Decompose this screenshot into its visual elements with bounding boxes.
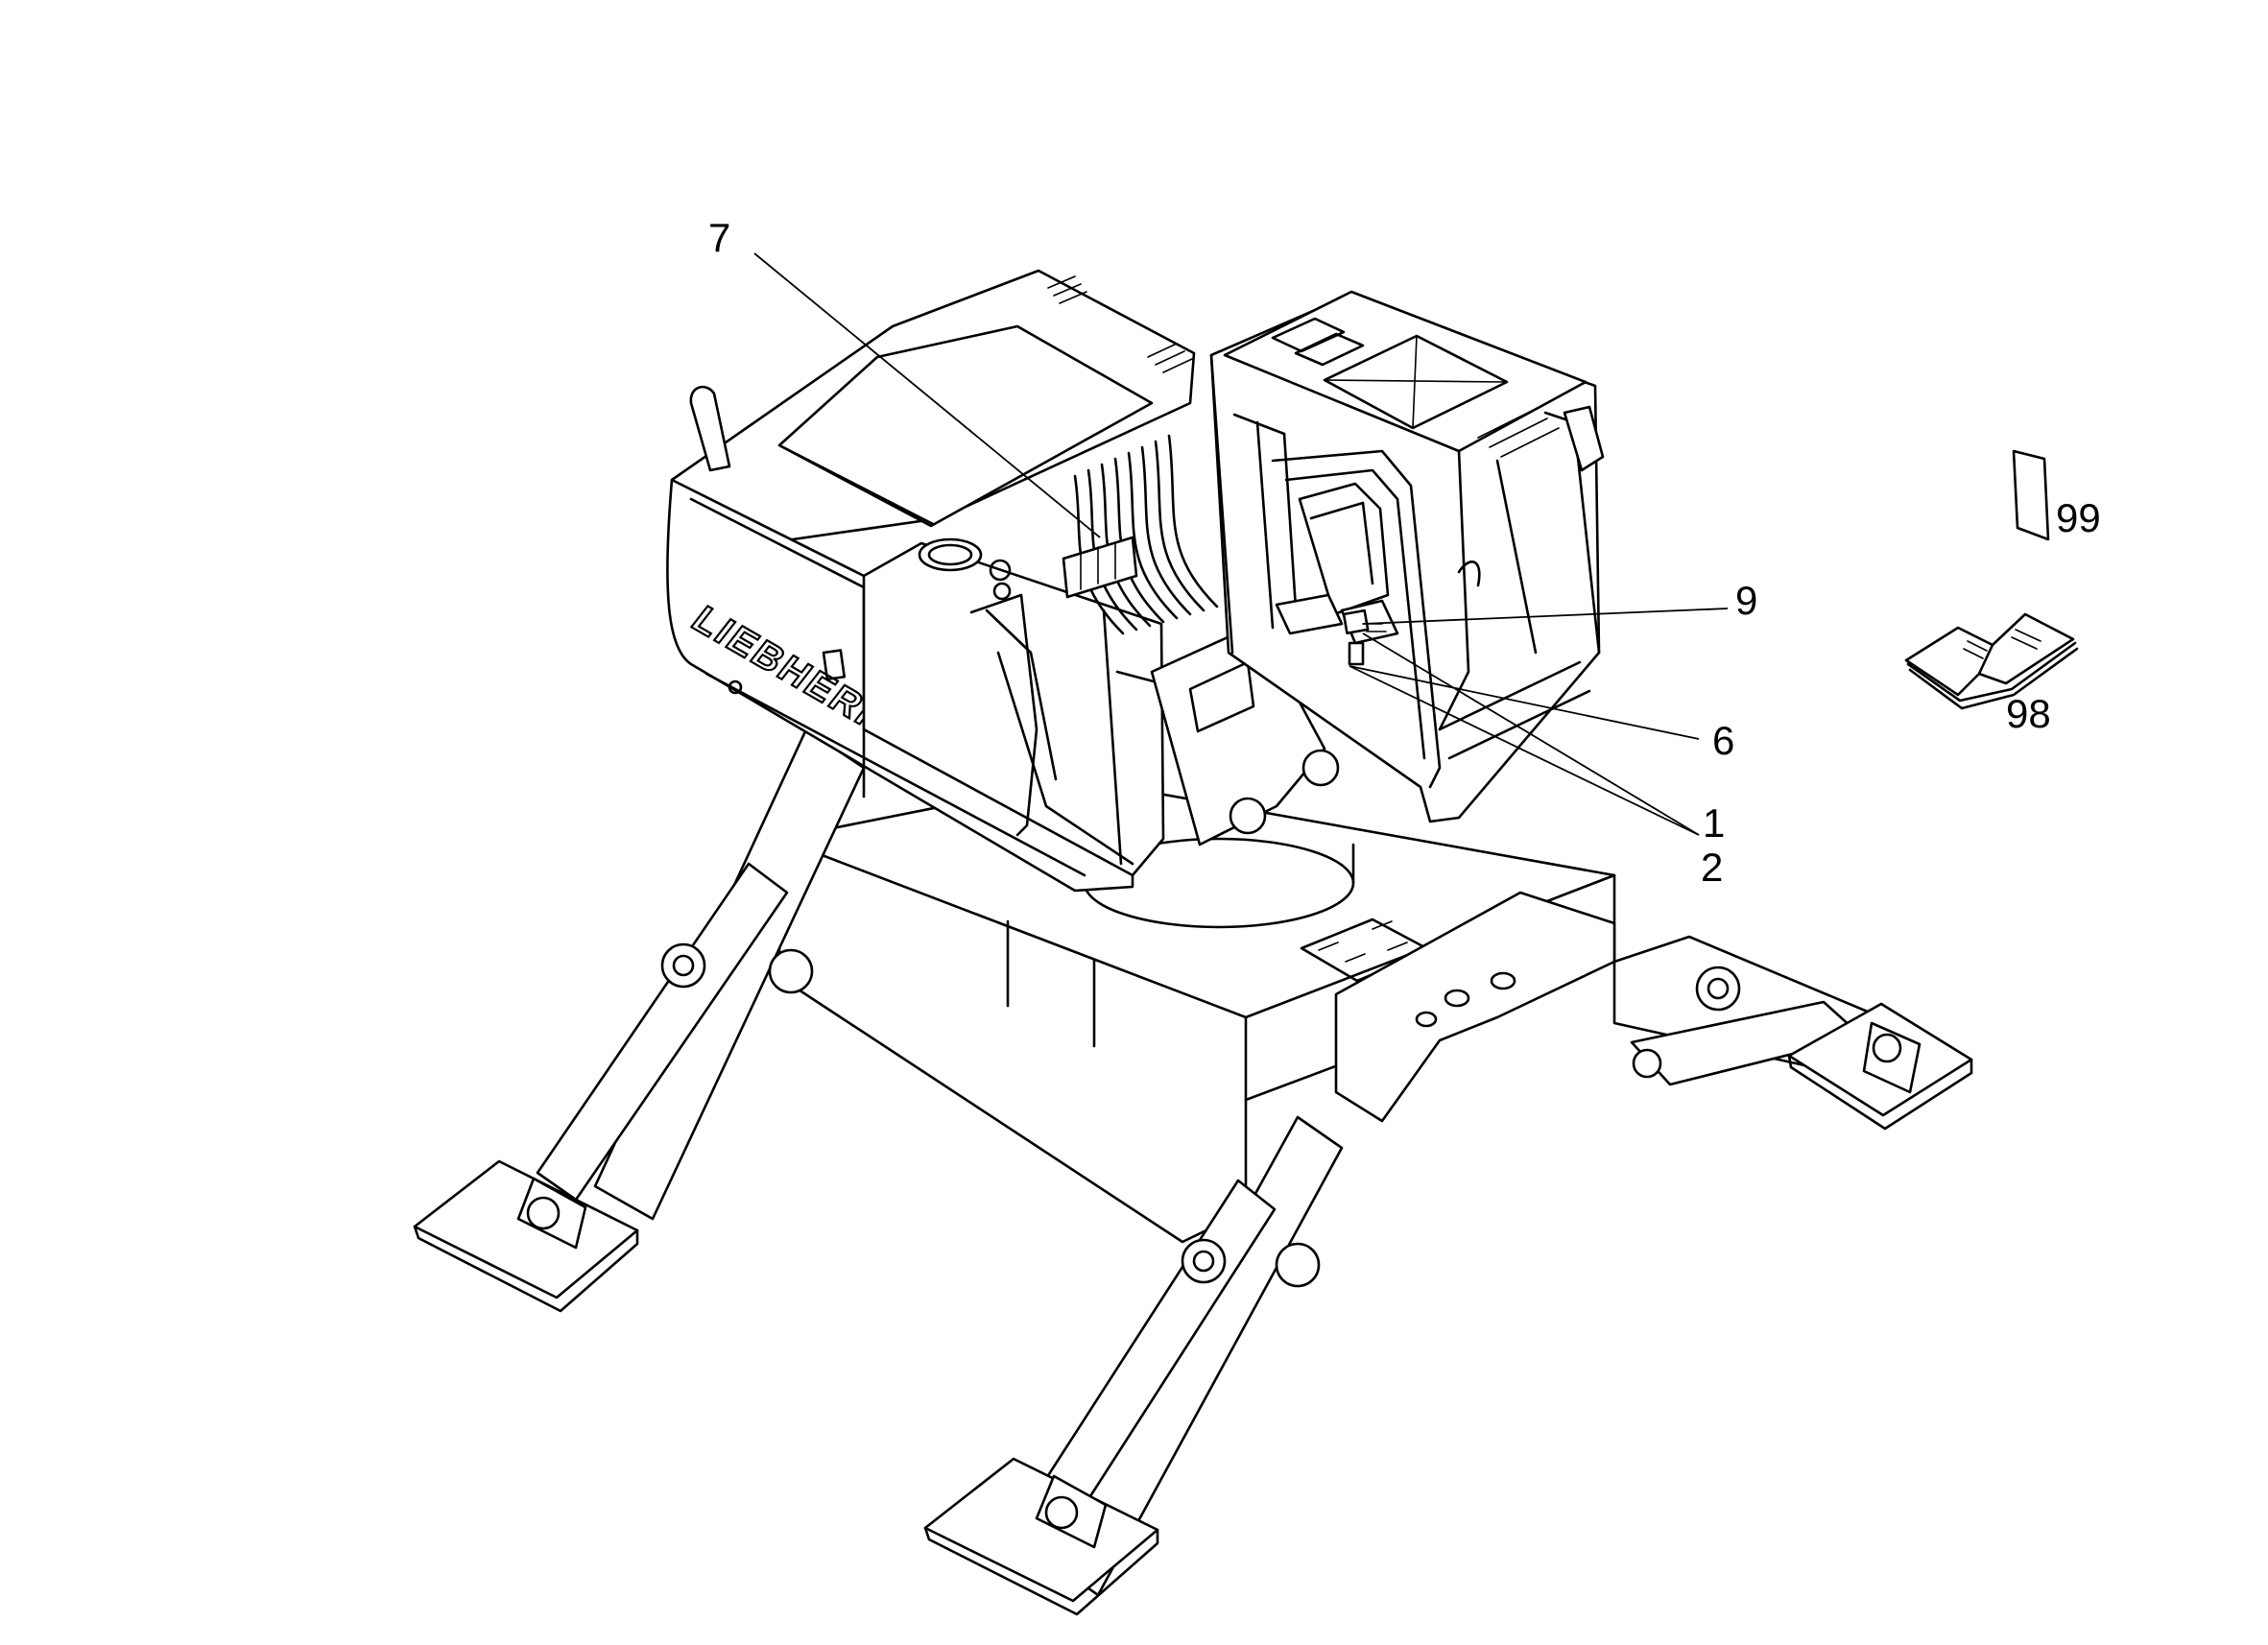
undercarriage (413, 727, 1973, 1616)
callout-99: 99 (2056, 495, 2101, 540)
manual-book-98 (1904, 612, 2079, 710)
manual-sheet-99 (2012, 449, 2050, 541)
callout-7: 7 (708, 215, 730, 260)
callouts: 7 9 6 1 2 99 98 (708, 215, 2101, 890)
control-valve-hoses (1062, 434, 1219, 635)
callout-2: 2 (1701, 845, 1723, 890)
leader-lines (753, 252, 1729, 836)
operator-cab (1209, 290, 1605, 823)
uppercarriage: LIEBHERR (666, 269, 1340, 893)
callout-98: 98 (2006, 691, 2051, 736)
callout-9: 9 (1735, 578, 1757, 623)
callout-6: 6 (1712, 718, 1734, 763)
callout-1: 1 (1703, 800, 1725, 846)
